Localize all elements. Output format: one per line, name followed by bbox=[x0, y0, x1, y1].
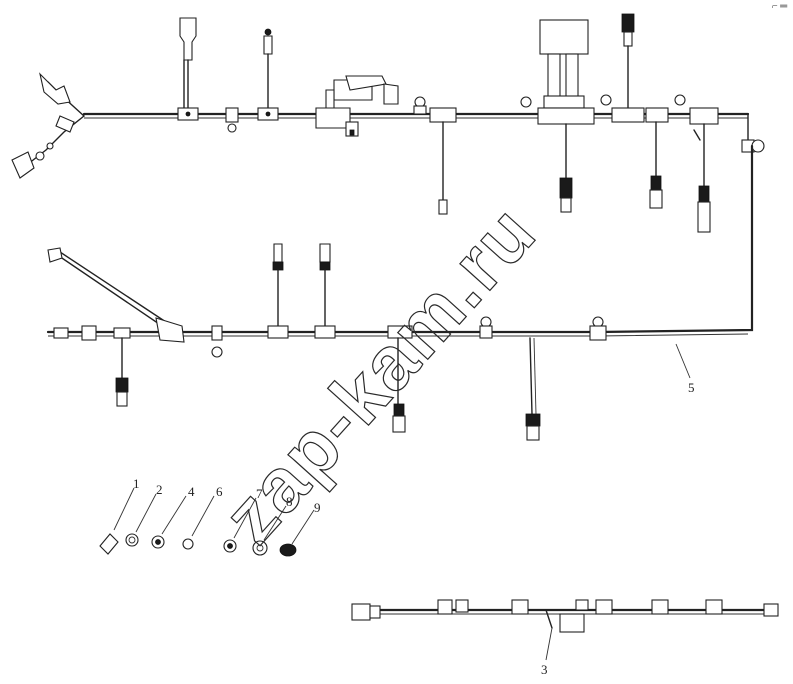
watermark: zap-kam.ru bbox=[207, 189, 552, 559]
middle-harness bbox=[46, 144, 754, 441]
middle-left-connector bbox=[53, 325, 131, 407]
bottom-connector-1 bbox=[437, 599, 469, 615]
middle-drop-l bbox=[387, 325, 413, 433]
bottom-connector-4 bbox=[651, 599, 669, 615]
upper-drop-e bbox=[429, 107, 457, 215]
middle-diagonal-branch bbox=[47, 247, 185, 343]
bottom-connector-3 bbox=[595, 599, 613, 615]
middle-drop-n bbox=[525, 337, 541, 441]
bottom-connector-2 bbox=[511, 599, 589, 633]
part-6 bbox=[182, 495, 215, 550]
middle-connector-k bbox=[314, 243, 336, 339]
corner-mark: ⌐ ═ bbox=[772, 1, 788, 12]
bottom-harness bbox=[351, 599, 779, 633]
part-1 bbox=[99, 487, 135, 555]
upper-relay-block bbox=[315, 75, 399, 137]
upper-drop-i bbox=[674, 94, 719, 233]
upper-connector-a bbox=[177, 17, 199, 121]
upper-connector-c bbox=[257, 28, 279, 121]
small-parts-row bbox=[99, 487, 315, 557]
part-2 bbox=[125, 493, 157, 547]
upper-clip-d bbox=[413, 96, 427, 115]
callout-4: 4 bbox=[188, 484, 195, 499]
callout-9: 9 bbox=[314, 500, 321, 515]
callout-8: 8 bbox=[286, 494, 293, 509]
upper-clip-g bbox=[600, 94, 612, 106]
middle-clip-o bbox=[589, 316, 607, 341]
middle-connector-j bbox=[267, 243, 289, 339]
part-7 bbox=[223, 497, 257, 553]
callout-5: 5 bbox=[688, 380, 695, 395]
upper-end-clip bbox=[741, 113, 765, 153]
middle-clip-m bbox=[479, 316, 493, 339]
callout-7: 7 bbox=[256, 486, 263, 501]
upper-clip-b bbox=[225, 107, 239, 133]
bottom-connector-5 bbox=[705, 599, 779, 617]
part-9 bbox=[279, 509, 315, 557]
part-4 bbox=[151, 495, 187, 549]
callout-1: 1 bbox=[133, 476, 140, 491]
leader-3 bbox=[545, 627, 553, 661]
upper-top-sensor bbox=[611, 13, 645, 123]
leader-5 bbox=[675, 343, 691, 379]
upper-drop-h bbox=[645, 107, 669, 209]
part-8 bbox=[252, 505, 287, 556]
callout-3: 3 bbox=[541, 662, 548, 677]
upper-big-relay bbox=[537, 19, 595, 213]
callout-2: 2 bbox=[156, 482, 163, 497]
middle-ring bbox=[211, 325, 223, 358]
callout-6: 6 bbox=[216, 484, 223, 499]
upper-harness bbox=[11, 13, 765, 233]
upper-clip-f bbox=[520, 96, 532, 108]
left-y-branch bbox=[11, 72, 85, 179]
callout-labels: 1 2 3 4 5 6 7 8 9 bbox=[133, 380, 695, 677]
